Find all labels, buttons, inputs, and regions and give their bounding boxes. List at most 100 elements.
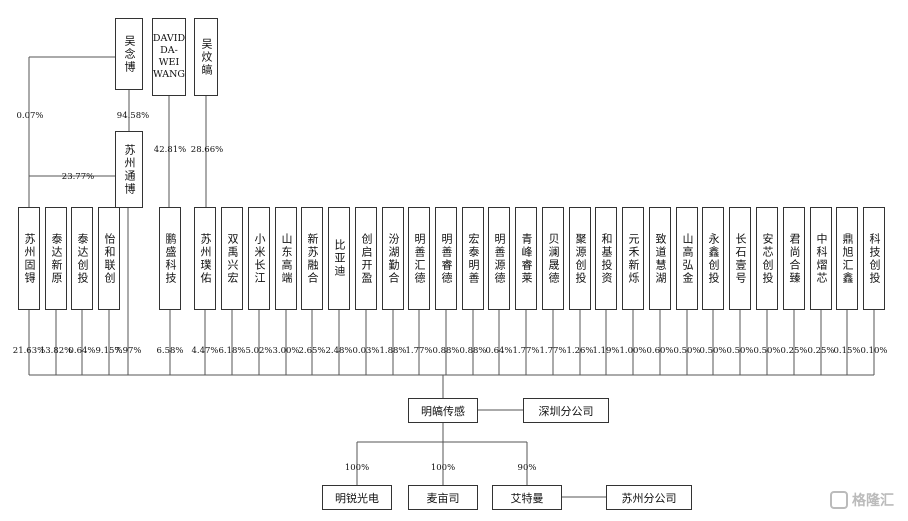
shareholder-5: 鹏盛科技 xyxy=(159,207,181,310)
shareholder-pct-5: 6.58% xyxy=(156,346,184,356)
shareholder-pct-7: 6.18% xyxy=(218,346,246,356)
shareholder-8: 小米长江 xyxy=(248,207,270,310)
shareholder-pct-28: 0.25% xyxy=(780,346,808,356)
subsidiary-branch-suzhou: 苏州分公司 xyxy=(606,485,692,510)
shareholder-30-label: 鼎旭汇鑫 xyxy=(841,232,855,285)
shareholder-15: 明善睿德 xyxy=(435,207,457,310)
shareholder-13: 汾湖勤合 xyxy=(382,207,404,310)
shareholder-10-label: 新苏融合 xyxy=(306,232,320,285)
shareholder-9: 山东高端 xyxy=(275,207,297,310)
subsidiary-1-label: 麦亩司 xyxy=(426,491,460,505)
shareholder-17-label: 明善源德 xyxy=(493,232,507,285)
shareholder-pct-4: 7.97% xyxy=(114,346,142,356)
subsidiary-pct-2: 90% xyxy=(517,463,537,473)
shareholder-29: 中科熠芯 xyxy=(810,207,832,310)
owner-david-wang: DAVID DA-WEI WANG xyxy=(152,18,186,96)
owner-wu-nianbo: 吴念博 xyxy=(115,18,143,90)
shareholder-2: 泰达创投 xyxy=(71,207,93,310)
subsidiary-pct-1: 100% xyxy=(430,463,456,473)
shareholder-11-label: 比亚迪 xyxy=(333,239,347,278)
shareholder-pct-2: 0.64% xyxy=(68,346,96,356)
shareholder-21-label: 和基投资 xyxy=(600,232,614,285)
company-branch-shenzhen-label: 深圳分公司 xyxy=(538,404,594,418)
subsidiary-0-label: 明锐光电 xyxy=(335,491,379,505)
shareholder-pct-14: 1.77% xyxy=(405,346,433,356)
subsidiary-2-label: 艾特曼 xyxy=(510,491,544,505)
watermark-logo-icon xyxy=(830,491,848,509)
shareholder-28-label: 君尚合臻 xyxy=(788,232,802,285)
shareholder-10: 新苏融合 xyxy=(301,207,323,310)
shareholder-pct-29: 0.25% xyxy=(807,346,835,356)
pct-szt-szgq: 23.77% xyxy=(61,172,95,182)
shareholder-26-label: 长石壹号 xyxy=(734,232,748,285)
shareholder-pct-17: 0.64% xyxy=(485,346,513,356)
shareholder-25: 永鑫创投 xyxy=(702,207,724,310)
owner-wu-nianbo-label: 吴念博 xyxy=(123,34,137,74)
shareholder-pct-27: 0.50% xyxy=(753,346,781,356)
shareholder-31-label: 科技创投 xyxy=(868,232,882,285)
shareholder-31: 科技创投 xyxy=(863,207,885,310)
shareholder-18: 青峰睿莱 xyxy=(515,207,537,310)
shareholder-pct-13: 1.88% xyxy=(379,346,407,356)
shareholder-pct-24: 0.50% xyxy=(673,346,701,356)
subsidiary-2: 艾特曼 xyxy=(492,485,562,510)
shareholder-3: 怡和联创 xyxy=(98,207,120,310)
shareholder-pct-12: 0.03% xyxy=(352,346,380,356)
shareholder-0-label: 苏州固锝 xyxy=(23,232,37,285)
shareholder-pct-3: 9.15% xyxy=(95,346,123,356)
shareholder-pct-26: 0.50% xyxy=(726,346,754,356)
shareholder-1: 泰达新原 xyxy=(45,207,67,310)
pct-wnb-szgq: 0.07% xyxy=(16,111,44,121)
pct-wwh-szyy: 28.66% xyxy=(190,145,224,155)
shareholder-23: 致道慧湖 xyxy=(649,207,671,310)
shareholder-24-label: 山高弘金 xyxy=(681,232,695,285)
owner-wu-wenhao-label: 吴炆皜 xyxy=(200,37,214,77)
shareholder-pct-21: 1.19% xyxy=(592,346,620,356)
shareholder-19-label: 贝澜晟德 xyxy=(547,232,561,285)
pct-wnb-szt: 94.58% xyxy=(116,111,150,121)
shareholder-pct-22: 1.00% xyxy=(619,346,647,356)
subsidiary-0: 明锐光电 xyxy=(322,485,392,510)
shareholder-pct-19: 1.77% xyxy=(539,346,567,356)
owner-wu-wenhao: 吴炆皜 xyxy=(194,18,218,96)
shareholder-pct-9: 3.00% xyxy=(272,346,300,356)
shareholder-20: 聚源创投 xyxy=(569,207,591,310)
shareholder-3-label: 怡和联创 xyxy=(103,232,117,285)
shareholder-27: 安芯创投 xyxy=(756,207,778,310)
shareholder-6-label: 苏州璞佑 xyxy=(199,232,213,285)
entity-suzhou-tongbo: 苏州通博 xyxy=(115,131,143,208)
shareholder-7: 双禹兴宏 xyxy=(221,207,243,310)
shareholder-29-label: 中科熠芯 xyxy=(815,232,829,285)
subsidiary-1: 麦亩司 xyxy=(408,485,478,510)
shareholder-11: 比亚迪 xyxy=(328,207,350,310)
shareholder-5-label: 鹏盛科技 xyxy=(164,232,178,285)
shareholder-17: 明善源德 xyxy=(488,207,510,310)
subsidiary-pct-0: 100% xyxy=(344,463,370,473)
shareholder-22: 元禾新烁 xyxy=(622,207,644,310)
shareholder-pct-11: 2.48% xyxy=(325,346,353,356)
shareholder-13-label: 汾湖勤合 xyxy=(387,232,401,285)
shareholder-pct-20: 1.26% xyxy=(566,346,594,356)
shareholder-20-label: 聚源创投 xyxy=(574,232,588,285)
shareholder-12-label: 创启开盈 xyxy=(360,232,374,285)
shareholder-7-label: 双禹兴宏 xyxy=(226,232,240,285)
shareholder-14: 明善汇德 xyxy=(408,207,430,310)
shareholder-9-label: 山东高端 xyxy=(280,232,294,285)
shareholder-22-label: 元禾新烁 xyxy=(627,232,641,285)
shareholder-pct-10: 2.65% xyxy=(298,346,326,356)
company-minghao: 明皜传感 xyxy=(408,398,478,423)
shareholder-pct-31: 0.10% xyxy=(860,346,888,356)
shareholder-pct-25: 0.50% xyxy=(699,346,727,356)
company-minghao-label: 明皜传感 xyxy=(421,404,465,418)
shareholder-pct-0: 21.63% xyxy=(12,346,46,356)
shareholder-pct-15: 0.88% xyxy=(432,346,460,356)
shareholder-19: 贝澜晟德 xyxy=(542,207,564,310)
shareholder-2-label: 泰达创投 xyxy=(76,232,90,285)
entity-suzhou-tongbo-label: 苏州通博 xyxy=(123,143,137,196)
pct-david-pgkj: 42.81% xyxy=(153,145,187,155)
shareholder-16: 宏泰明善 xyxy=(462,207,484,310)
shareholder-21: 和基投资 xyxy=(595,207,617,310)
shareholder-18-label: 青峰睿莱 xyxy=(520,232,534,285)
shareholder-pct-8: 5.02% xyxy=(245,346,273,356)
